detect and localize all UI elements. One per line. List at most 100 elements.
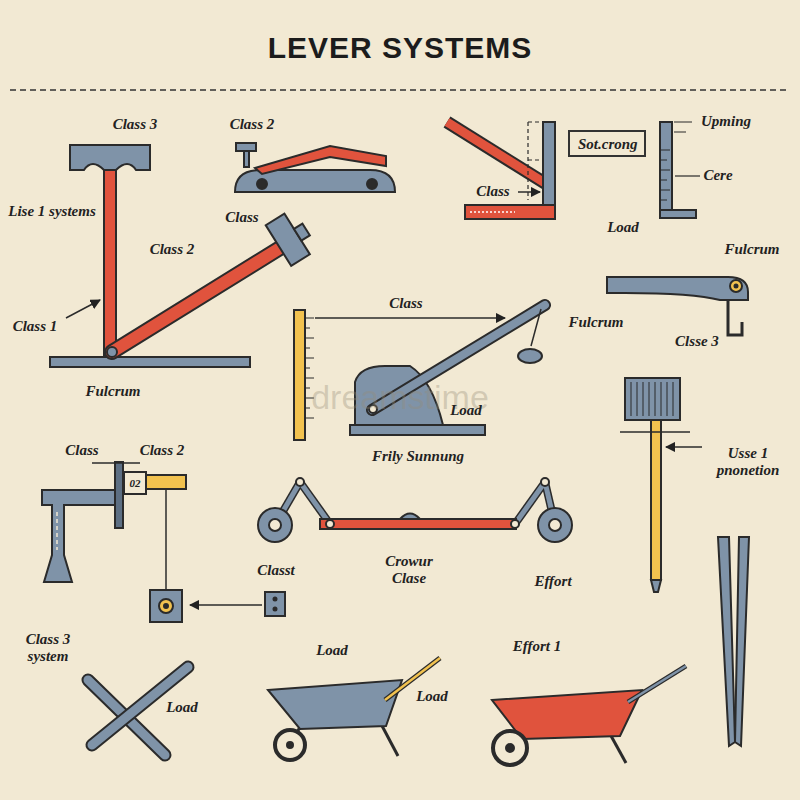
crane-lever-stroke [305,418,314,419]
part-label: Frily Sunnung [372,448,464,465]
bracket-lever-stroke [190,604,262,606]
bracket-lever-stroke [124,472,146,494]
class2-lever-stroke [235,170,395,192]
linkage-lever-stroke [296,478,304,486]
chisel-tool-stroke [649,382,650,416]
part-label: Fulcrum [568,314,623,331]
part-label: Class 2 [140,442,185,459]
part-label: Load [166,699,198,716]
crane-lever-stroke [305,328,310,329]
class2-lever [235,143,395,192]
fulcrum-blade [607,277,748,335]
part-label: Class 2 [230,116,275,133]
box-text: Sot.crong [578,136,636,153]
crane-lever-stroke [305,358,314,359]
fulcrum-blade-stroke [607,277,748,300]
linkage-lever-stroke [538,508,572,542]
class2-lever-stroke [236,143,256,151]
part-label: Class 3 [113,116,158,133]
class2-lever-stroke [367,179,377,189]
part-label: Load [607,219,639,236]
chisel-tool-stroke [637,382,638,416]
frame-lever-stroke [465,205,555,219]
frame-lever-stroke [447,122,548,185]
red-wheelbarrow-stroke [628,666,686,702]
red-wheelbarrow-stroke [628,666,686,702]
frame-lever-stroke [674,122,692,132]
bracket-lever-stroke [164,604,168,608]
frame-lever-stroke [675,175,700,176]
frame-lever-stroke [660,150,670,151]
part-label: Classt [257,562,295,579]
part-label: Class [225,209,258,226]
bracket-lever-stroke [165,489,167,590]
frame-lever-stroke [660,180,667,181]
class1-lever-stroke [107,347,117,357]
crane-lever-stroke [305,338,314,339]
diagram-title: LEVER SYSTEMS [268,31,533,65]
part-label: Load [416,688,448,705]
bracket-lever-stroke [42,490,118,582]
red-wheelbarrow [492,666,686,765]
class1-lever-stroke [112,248,280,352]
class2-lever-stroke [255,146,386,174]
crane-lever-stroke [531,309,541,346]
bracket-lever-stroke [265,592,285,616]
linkage-lever [258,478,572,542]
class1-lever-stroke [266,214,310,266]
part-label: Crowur Clase [369,553,449,588]
linkage-lever-stroke [300,482,330,524]
chisel-tool-stroke [655,382,656,416]
frame-lever-stroke [660,160,667,161]
bracket-lever-stroke [56,512,58,550]
part-label: Class [476,183,509,200]
frame-lever-stroke [470,211,515,213]
bracket-lever-stroke [92,462,140,464]
crane-lever-stroke [305,408,310,409]
bracket-lever-stroke [150,590,182,622]
part-label: Load [316,642,348,659]
chisel-tool-stroke [673,382,674,416]
linkage-lever-stroke [549,519,561,531]
part-label: Effort [534,573,571,590]
blue-wheelbarrow-stroke [287,742,293,748]
part-label: Class 1 [13,318,58,335]
part-label: Effort 1 [513,638,561,655]
tweezers [718,537,749,746]
crane-lever-stroke [305,388,310,389]
part-label: Class [389,295,422,312]
part-label: Load [450,402,482,419]
class1-lever-stroke [66,300,100,318]
part-label: Lise 1 systems [7,203,97,220]
blue-wheelbarrow [268,658,440,760]
chisel-tool-stroke [651,580,661,592]
chisel-tool [620,378,702,592]
linkage-lever-stroke [326,520,334,528]
crane-lever [294,305,545,440]
crane-lever-stroke [518,349,542,363]
title-rule [10,90,790,91]
part-label: 02 [130,477,141,490]
linkage-lever-stroke [511,520,519,528]
chisel-tool-stroke [620,431,690,433]
frame-lever [447,122,700,219]
chisel-tool-stroke [661,382,662,416]
class1-lever-stroke [50,357,250,367]
frame-lever-stroke [660,210,696,218]
part-label: Cere [703,167,732,184]
red-wheelbarrow-stroke [506,744,514,752]
part-label: Fulcrum [724,241,779,258]
crane-lever-stroke [305,378,314,379]
crane-lever-stroke [305,318,314,319]
linkage-lever-stroke [300,482,330,524]
bracket-lever-stroke [159,599,173,613]
part-label: Usse 1 pnonetion [703,445,793,480]
crane-lever-stroke [294,310,305,440]
frame-lever-stroke [660,150,670,200]
tweezers-stroke [718,537,735,746]
bracket-lever [42,462,285,622]
frame-lever-stroke [543,122,555,217]
chisel-tool-stroke [631,382,632,416]
class1-lever-stroke [70,145,150,170]
